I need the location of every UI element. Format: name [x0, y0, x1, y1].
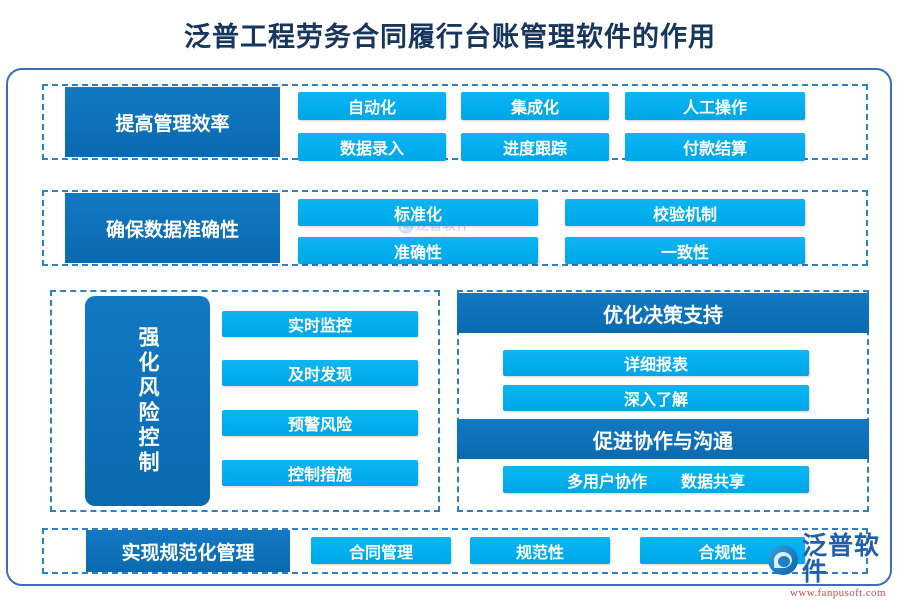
item-contract-management[interactable]: 合同管理	[311, 537, 451, 564]
page-title: 泛普工程劳务合同履行台账管理软件的作用	[184, 22, 716, 52]
item-automation[interactable]: 自动化	[298, 92, 446, 120]
item-multi-user-collaboration: 多用户协作	[566, 473, 647, 491]
item-integration[interactable]: 集成化	[461, 92, 609, 120]
item-detailed-reports[interactable]: 详细报表	[503, 350, 809, 376]
item-standardization[interactable]: 标准化	[298, 199, 538, 226]
item-data-entry[interactable]: 数据录入	[298, 133, 446, 161]
item-control-measures[interactable]: 控制措施	[222, 460, 418, 486]
diagram-outer-frame	[6, 68, 892, 586]
section-strengthen-risk-control	[50, 290, 440, 512]
item-manual-operation[interactable]: 人工操作	[625, 92, 805, 120]
item-realtime-monitoring[interactable]: 实时监控	[222, 311, 418, 337]
section-improve-efficiency	[42, 84, 868, 160]
section-label-promote-collaboration: 促进协作与沟通	[457, 419, 869, 459]
section-standardized-management	[42, 528, 868, 574]
item-in-depth-understanding[interactable]: 深入了解	[503, 385, 809, 411]
section-ensure-data-accuracy	[42, 190, 868, 266]
item-risk-warning[interactable]: 预警风险	[222, 410, 418, 436]
item-accuracy[interactable]: 准确性	[298, 237, 538, 264]
watermark-url: www.fanpusoft.com	[790, 587, 886, 599]
item-standardization-bottom[interactable]: 规范性	[470, 537, 610, 564]
item-timely-detection[interactable]: 及时发现	[222, 360, 418, 386]
section-label-improve-efficiency: 提高管理效率	[65, 87, 280, 157]
section-label-optimize-decision-support: 优化决策支持	[457, 293, 869, 333]
item-data-sharing: 数据共享	[681, 473, 746, 491]
item-compliance[interactable]: 合规性	[640, 537, 805, 564]
item-progress-tracking[interactable]: 进度跟踪	[461, 133, 609, 161]
item-payment-settlement[interactable]: 付款结算	[625, 133, 805, 161]
item-consistency[interactable]: 一致性	[565, 237, 805, 264]
section-label-strengthen-risk-control: 强化风险控制	[85, 296, 210, 506]
item-collaboration-pair[interactable]: 多用户协作 数据共享	[503, 466, 809, 493]
item-verification-mechanism[interactable]: 校验机制	[565, 199, 805, 226]
section-label-standardized-management: 实现规范化管理	[86, 530, 290, 572]
section-decision-and-collaboration	[457, 290, 869, 512]
section-label-ensure-data-accuracy: 确保数据准确性	[65, 193, 280, 263]
